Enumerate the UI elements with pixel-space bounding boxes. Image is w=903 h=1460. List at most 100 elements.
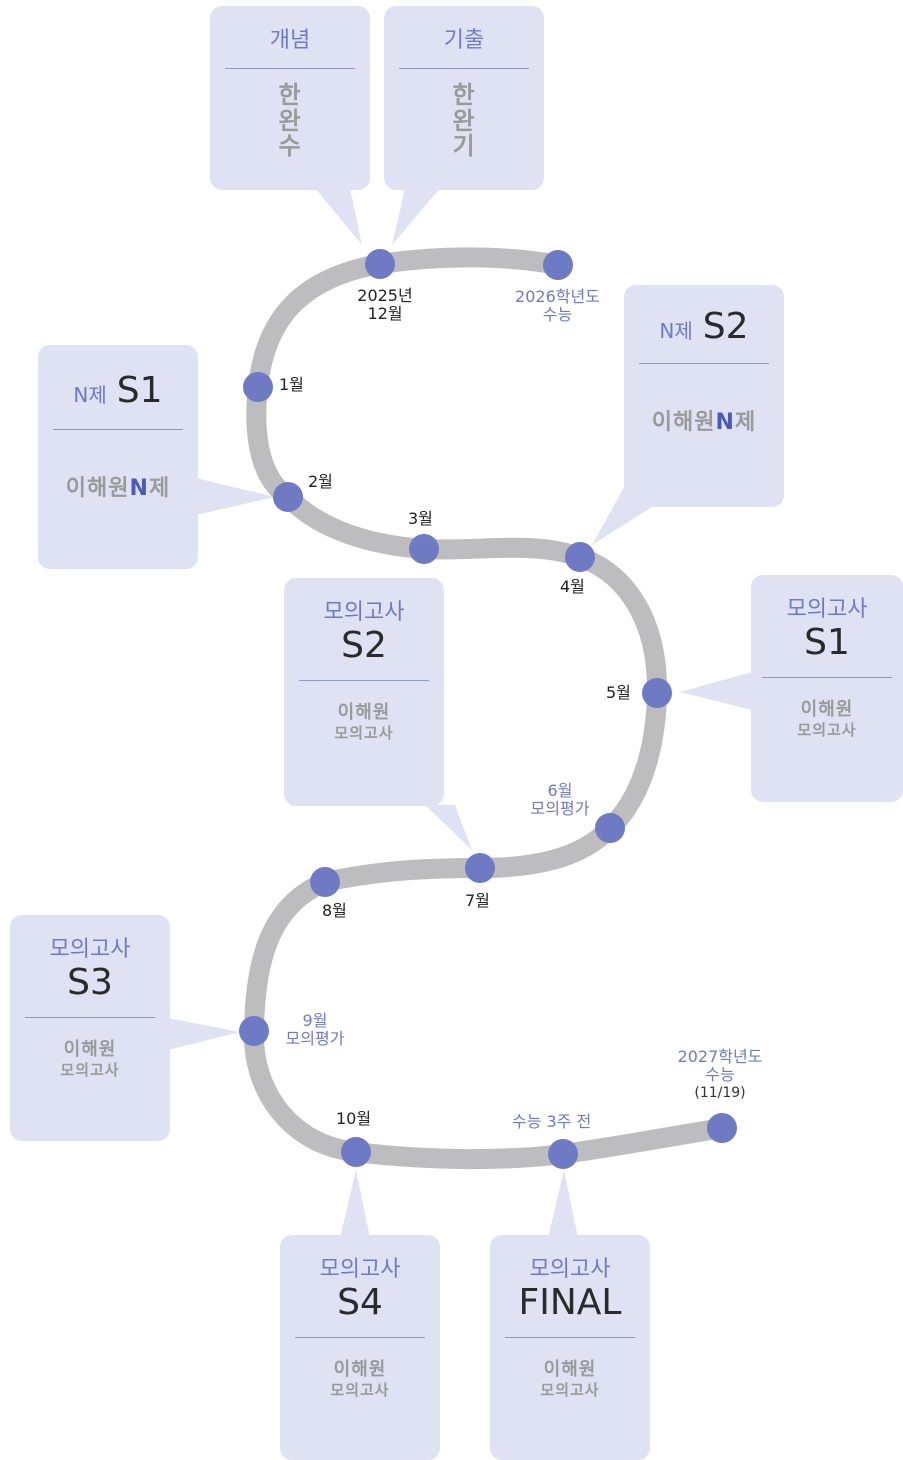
card-mock-s3-divider: [25, 1016, 155, 1018]
card-mock-s2: 모의고사 S2 이해원 모의고사: [284, 578, 444, 806]
dot-suneung-2026: [543, 250, 573, 280]
label-line-2: 모의평가: [285, 1029, 345, 1049]
logo-char-2: 완: [278, 106, 302, 135]
card-nje-s1-prefix: N제: [73, 383, 107, 407]
card-past-exam-logo: 한 완 기: [384, 83, 544, 159]
card-mock-s3: 모의고사 S3 이해원 모의고사: [10, 915, 170, 1141]
card-nje-s2-name: S2: [702, 306, 749, 347]
logo-char-3: 기: [452, 131, 476, 160]
pointer-past: [392, 188, 440, 245]
card-mock-s2-divider: [299, 679, 429, 681]
pointer-mock-s2: [425, 805, 472, 850]
logo-line-2: 모의고사: [330, 1381, 390, 1400]
label-jun: 6월 모의평가: [515, 781, 605, 819]
dot-jul: [465, 853, 495, 883]
logo-char-1: 한: [452, 81, 476, 110]
card-mock-s3-name: S3: [67, 962, 113, 1004]
dot-aug: [310, 867, 340, 897]
dot-sep: [239, 1016, 269, 1046]
card-nje-s2-divider: [639, 362, 769, 364]
logo-line-1: 이해원: [333, 1358, 387, 1380]
card-mock-s1-title: 모의고사: [786, 597, 868, 622]
label-three-weeks: 수능 3주 전: [512, 1112, 592, 1131]
logo-line-1: 이해원: [800, 698, 854, 720]
pointer-concept: [315, 188, 362, 245]
card-concept-title: 개념: [269, 28, 311, 53]
card-mock-s1-logo: 이해원 모의고사: [751, 698, 903, 741]
card-mock-s2-name: S2: [341, 625, 387, 667]
card-mock-s3-logo: 이해원 모의고사: [10, 1038, 170, 1081]
dot-feb: [273, 482, 303, 512]
logo-text: 이해원: [65, 475, 130, 501]
label-dec-2025: 2025년 12월: [340, 286, 430, 324]
logo-char-1: 한: [278, 81, 302, 110]
label-oct: 10월: [336, 1109, 372, 1128]
label-line-2: 12월: [367, 304, 403, 324]
logo-accent: N: [715, 409, 735, 435]
card-mock-final-divider: [505, 1336, 635, 1338]
label-line-1: 2025년: [357, 286, 413, 305]
card-nje-s1-logo: 이해원N제: [38, 470, 198, 502]
label-sep: 9월 모의평가: [270, 1011, 360, 1049]
dot-apr: [565, 542, 595, 572]
label-suneung-2027: 2027학년도 수능 (11/19): [660, 1047, 780, 1101]
logo-line-2: 모의고사: [797, 721, 857, 740]
logo-char-3: 수: [278, 131, 302, 160]
label-line-2: 수능: [542, 305, 573, 325]
card-mock-s4-name: S4: [337, 1282, 383, 1324]
card-mock-s1: 모의고사 S1 이해원 모의고사: [751, 575, 903, 802]
label-feb: 2월: [308, 472, 333, 491]
dot-oct: [341, 1137, 371, 1167]
logo-line-1: 이해원: [543, 1358, 597, 1380]
card-nje-s1-heading: N제 S1: [38, 371, 198, 411]
logo-text: 이해원: [651, 409, 716, 435]
card-mock-s2-title: 모의고사: [323, 600, 405, 625]
dot-dec-2025: [365, 249, 395, 279]
pointer-mock-final: [548, 1170, 578, 1238]
logo-line-2: 모의고사: [540, 1381, 600, 1400]
card-mock-s1-name: S1: [804, 622, 850, 664]
pointer-mock-s4: [340, 1170, 370, 1238]
card-past-exam-title: 기출: [443, 28, 485, 53]
label-suneung-2026: 2026학년도 수능: [500, 287, 615, 325]
card-past-exam-divider: [399, 68, 529, 70]
card-nje-s2-heading: N제 S2: [624, 307, 784, 347]
logo-accent: N: [129, 475, 149, 501]
logo-char-2: 완: [452, 106, 476, 135]
pointer-mock-s3: [168, 1018, 240, 1050]
card-mock-s2-logo: 이해원 모의고사: [284, 701, 444, 744]
label-line-2: 모의평가: [530, 799, 590, 819]
label-may: 5월: [606, 683, 631, 702]
logo-tail: 제: [734, 409, 757, 435]
label-apr: 4월: [560, 577, 585, 596]
dot-mar: [409, 534, 439, 564]
card-nje-s1-name: S1: [116, 370, 163, 411]
card-nje-s2-prefix: N제: [659, 319, 693, 343]
pointer-nje-s1: [196, 478, 275, 515]
label-line-1: 6월: [547, 781, 573, 800]
logo-line-2: 모의고사: [334, 724, 394, 743]
card-nje-s1: N제 S1 이해원N제: [38, 345, 198, 569]
card-mock-s1-divider: [762, 676, 892, 678]
dot-may: [642, 678, 672, 708]
dot-suneung-2027: [707, 1113, 737, 1143]
card-mock-final-logo: 이해원 모의고사: [490, 1358, 650, 1401]
card-mock-s4-title: 모의고사: [319, 1257, 401, 1282]
dot-jun: [595, 813, 625, 843]
label-mar: 3월: [408, 509, 433, 528]
label-line-1: 2026학년도: [515, 287, 600, 306]
card-nje-s2-logo: 이해원N제: [624, 404, 784, 436]
logo-line-2: 모의고사: [60, 1061, 120, 1080]
logo-line-1: 이해원: [337, 701, 391, 723]
card-nje-s1-divider: [53, 428, 183, 430]
card-nje-s2: N제 S2 이해원N제: [624, 285, 784, 507]
card-mock-s4-divider: [295, 1336, 425, 1338]
label-jan: 1월: [279, 375, 304, 394]
label-aug: 8월: [322, 901, 347, 920]
card-concept: 개념 한 완 수: [210, 6, 370, 190]
card-mock-final: 모의고사 FINAL 이해원 모의고사: [490, 1235, 650, 1460]
pointer-mock-s1: [680, 672, 752, 710]
logo-line-1: 이해원: [63, 1038, 117, 1060]
